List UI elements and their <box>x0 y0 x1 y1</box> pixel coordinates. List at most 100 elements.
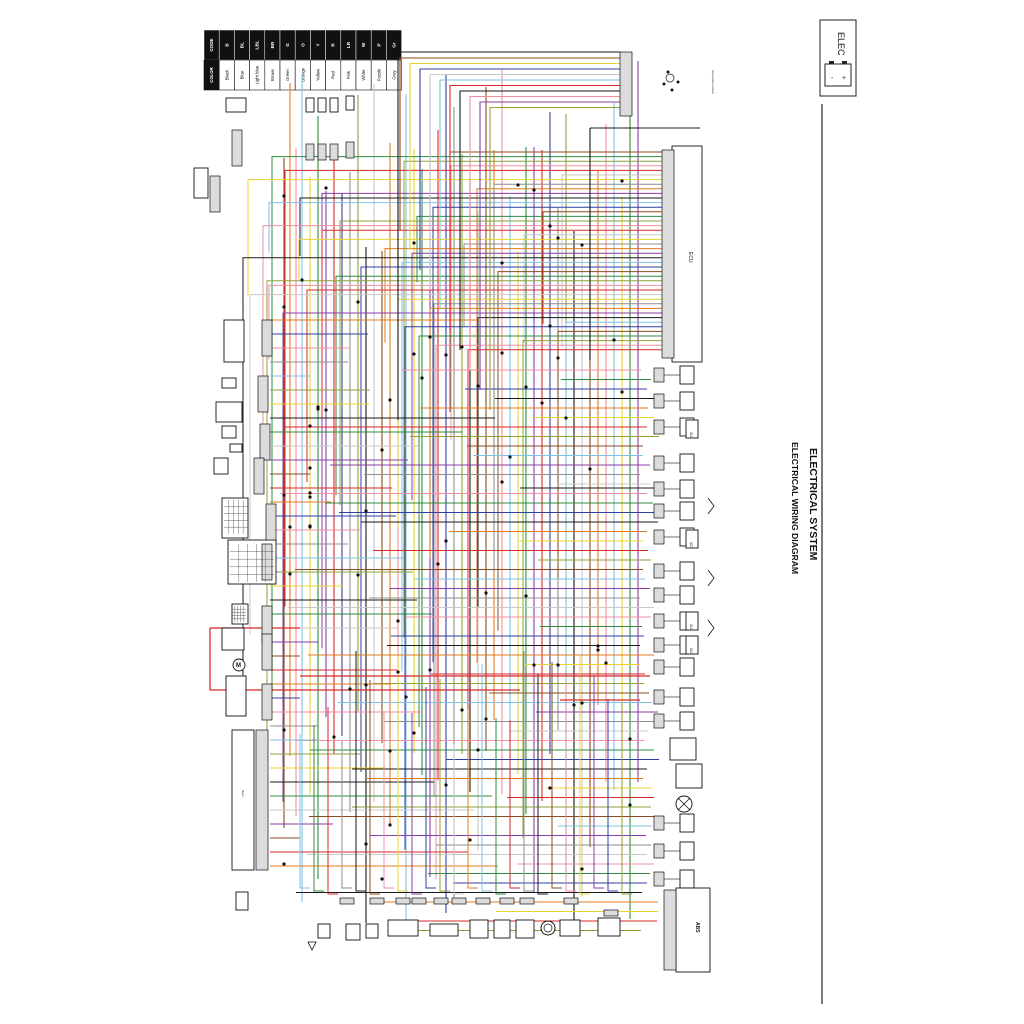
svg-text:+: + <box>842 75 846 82</box>
wire-bottom-run <box>593 675 604 889</box>
wire-junction-dot <box>288 572 292 576</box>
wire-ecu-run <box>298 238 662 280</box>
color-table-code: LBL <box>255 40 260 49</box>
wire-ecu-run <box>497 271 662 631</box>
svg-text:-: - <box>831 75 834 82</box>
wire-ecu-run <box>450 165 662 440</box>
wire-junction-dot <box>588 467 592 471</box>
connector <box>653 563 665 579</box>
wire-junction-dot <box>428 668 432 672</box>
component-box <box>679 657 695 677</box>
wire-junctions <box>282 179 632 881</box>
color-table-code: Y <box>316 43 321 46</box>
connector <box>653 587 665 603</box>
connector <box>265 503 277 541</box>
color-table-color: Gray <box>392 69 397 79</box>
wire-junction-dot <box>396 670 400 674</box>
wire-ecu-run <box>435 344 662 880</box>
wire-junction-dot <box>428 335 432 339</box>
wire-junction-dot <box>288 525 292 529</box>
color-table-color: Light blue <box>255 65 260 84</box>
wire-ecu-run <box>306 289 662 482</box>
connector <box>475 897 491 905</box>
section-tab-label: ELEC <box>836 32 846 56</box>
color-table-code: LR <box>346 41 351 48</box>
wire-bottom-run <box>327 707 338 895</box>
connector <box>261 543 273 581</box>
connector <box>339 897 355 905</box>
color-table-code: W <box>361 42 366 47</box>
bottom-component <box>559 919 581 937</box>
connector <box>329 143 339 161</box>
connector <box>653 529 665 545</box>
connector <box>305 143 315 161</box>
wire-bottom-run <box>397 656 408 892</box>
color-table-code: R <box>331 43 336 47</box>
wire-gps-run <box>409 62 620 250</box>
color-table-code: G <box>285 43 290 47</box>
connector <box>261 683 273 721</box>
color-table-code: B <box>224 43 229 47</box>
connector <box>653 815 665 831</box>
connector <box>653 637 665 653</box>
connector <box>653 393 665 409</box>
wire-junction-dot <box>524 385 528 389</box>
wire-gps-run <box>419 68 620 270</box>
left-component <box>221 377 237 389</box>
wire-junction-dot <box>460 708 464 712</box>
connector <box>603 909 619 917</box>
bottom-component <box>597 917 621 937</box>
gear-position-sensor: Gear position sensor <box>619 51 715 117</box>
wire-junction-dot <box>620 179 624 183</box>
wire-ecu-run <box>321 192 662 649</box>
connector <box>653 367 665 383</box>
horn-icon <box>540 920 556 936</box>
connector <box>261 633 273 671</box>
wire-ecu-run <box>557 330 662 579</box>
left-component <box>223 319 245 363</box>
bottom-component <box>515 919 535 939</box>
wire-junction-dot <box>324 186 328 190</box>
right-column-components <box>653 365 715 889</box>
wire-junction-dot <box>564 416 568 420</box>
wire-junction-dot <box>612 338 616 342</box>
wire-bottom-run <box>607 699 618 892</box>
wire-bottom-run <box>313 725 324 892</box>
left-component <box>213 457 229 475</box>
color-table-code: BR <box>270 41 275 48</box>
wire-ecu-run <box>268 202 662 253</box>
spark-plug-icon <box>707 497 715 515</box>
wire-ecu-run <box>432 206 662 663</box>
wire-bottom-run <box>495 718 506 895</box>
wire-junction-dot <box>500 261 504 265</box>
connector <box>231 129 243 167</box>
wire-junction-dot <box>396 619 400 623</box>
color-table-color: Brown <box>270 68 275 81</box>
wire-junction-dot <box>412 731 416 735</box>
left-component <box>235 891 249 911</box>
color-table-color: Red <box>331 70 336 78</box>
ecu-unit: ECU <box>661 145 703 363</box>
bottom-row-components <box>307 897 621 951</box>
component-box <box>679 869 695 889</box>
battery-icon: - + <box>824 61 852 87</box>
wire-gps-run <box>489 106 620 410</box>
wire-gps-run <box>399 57 620 230</box>
page-subtitle: ELECTRICAL WIRING DIAGRAM <box>790 442 800 574</box>
connector <box>395 897 411 905</box>
wire-ecu-run <box>401 261 662 672</box>
left-component <box>221 425 237 439</box>
left-component <box>225 97 247 113</box>
component-box <box>679 501 695 521</box>
wire-ecu-run <box>429 307 662 559</box>
ecu-label: ECU <box>687 252 693 263</box>
connector <box>369 897 385 905</box>
component-box <box>679 841 695 861</box>
wire-bottom-run <box>299 734 310 889</box>
wire-junction-dot <box>380 448 384 452</box>
color-table-color: Green <box>285 68 290 81</box>
ignition-coil-1-label: IG1 <box>689 432 693 437</box>
fuse-icon <box>317 97 327 113</box>
